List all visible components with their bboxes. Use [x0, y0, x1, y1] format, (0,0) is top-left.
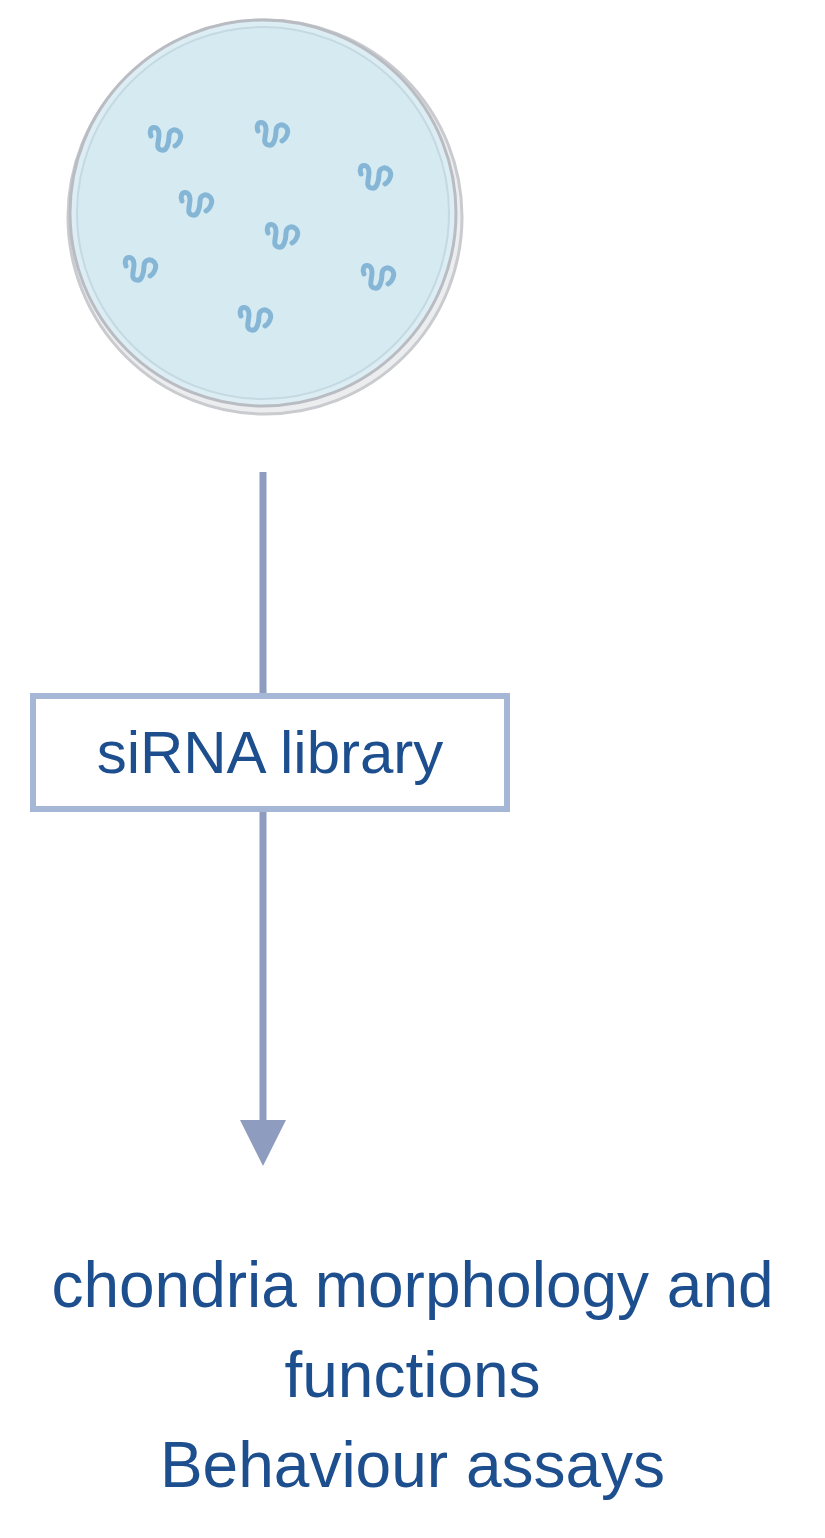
worms: [125, 122, 393, 330]
worm: [150, 127, 180, 150]
worm: [240, 307, 270, 330]
worm: [267, 224, 297, 247]
flow-arrow: [240, 472, 286, 1166]
worm: [363, 265, 393, 288]
result-text: Behaviour assays: [8, 1420, 817, 1510]
result-text: chondria morphology and functions: [8, 1240, 817, 1420]
process-box: siRNA library: [30, 693, 510, 812]
petri-dish: [68, 20, 462, 414]
worm: [257, 122, 287, 145]
worm: [125, 257, 155, 280]
box-label: siRNA library: [97, 720, 444, 786]
worm: [181, 192, 211, 215]
worm: [360, 165, 390, 188]
